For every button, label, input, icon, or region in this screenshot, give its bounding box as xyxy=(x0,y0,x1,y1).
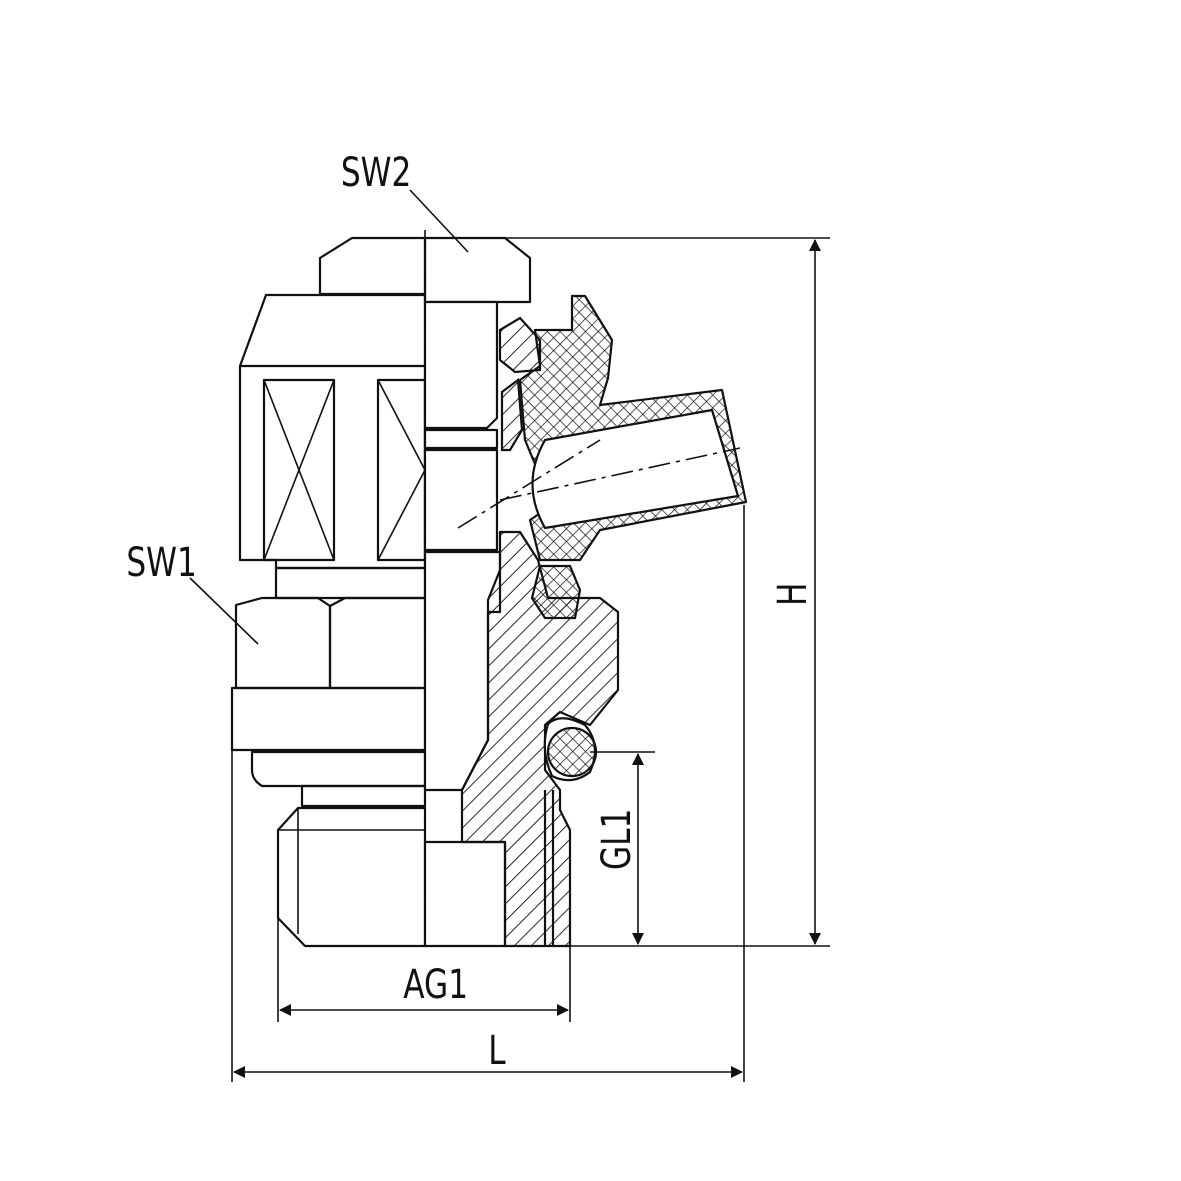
slotted-body xyxy=(238,293,427,600)
centre-lines xyxy=(424,230,741,950)
hatched-body-section xyxy=(460,316,620,948)
crosshatched-barb-section xyxy=(518,294,748,620)
label-ag1: AG1 xyxy=(403,962,468,1008)
label-gl1: GL1 xyxy=(594,809,640,870)
label-h: H xyxy=(770,583,816,606)
dimension-lines xyxy=(189,189,830,1082)
hex-nut xyxy=(230,596,427,752)
top-cap-nut xyxy=(318,236,532,304)
inner-sleeve-section xyxy=(423,300,507,948)
label-sw2: SW2 xyxy=(341,150,411,196)
o-ring xyxy=(543,717,598,782)
label-sw1: SW1 xyxy=(126,540,196,586)
label-l: L xyxy=(488,1028,505,1074)
